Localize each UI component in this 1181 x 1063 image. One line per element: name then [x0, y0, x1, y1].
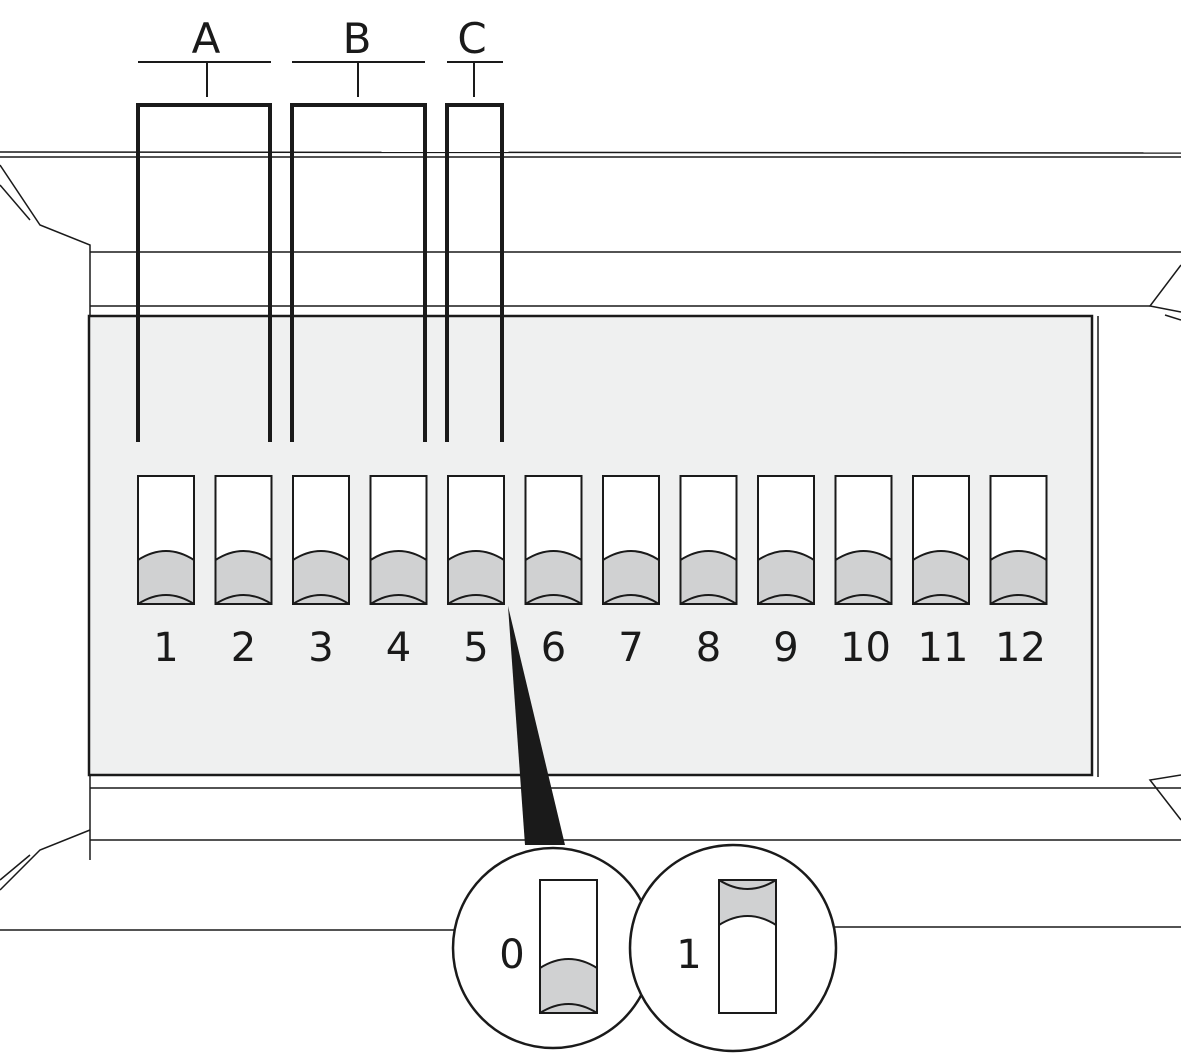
switch-lever — [834, 550, 893, 605]
switch-lever-edge — [834, 594, 893, 605]
switch-lever — [757, 550, 815, 605]
switch-lever — [679, 550, 738, 605]
group-label-b: B — [343, 14, 372, 63]
dip-switch-7: 7 — [602, 475, 660, 671]
group-bracket-b: B — [290, 14, 427, 442]
switch-lever-edge — [369, 594, 428, 605]
switch-lever-edge — [137, 594, 195, 605]
switch-lever-edge — [292, 594, 350, 605]
switch-number-label: 2 — [231, 625, 256, 671]
switch-lever — [369, 550, 428, 605]
detail-state-on: 1 — [628, 843, 838, 1053]
group-bracket-c: C — [445, 14, 504, 442]
dip-switch-2: 2 — [214, 475, 273, 671]
switch-lever — [989, 550, 1048, 605]
switch-number-label: 12 — [995, 625, 1046, 671]
dip-switch-1: 1 — [137, 475, 195, 671]
switch-lever — [912, 550, 970, 605]
switch-number-label: 4 — [386, 625, 411, 671]
switch-number-label: 10 — [840, 625, 891, 671]
switch-lever — [292, 550, 350, 605]
switch-lever-edge — [602, 594, 660, 605]
switch-lever — [214, 550, 273, 605]
dip-switch-5: 5 — [447, 475, 505, 671]
switch-lever-edge — [989, 594, 1048, 605]
group-label-c: C — [457, 14, 486, 63]
detail-label-off: 0 — [499, 932, 524, 978]
switch-number-label: 6 — [541, 625, 566, 671]
switch-lever — [137, 550, 195, 605]
switch-lever-edge — [214, 594, 273, 605]
switch-lever — [447, 550, 505, 605]
switch-number-label: 8 — [696, 625, 721, 671]
switch-number-label: 5 — [463, 625, 488, 671]
switch-lever — [524, 550, 583, 605]
switch-lever-edge — [912, 594, 970, 605]
switch-number-label: 3 — [308, 625, 333, 671]
group-bracket-a: A — [136, 14, 272, 442]
dip-switch-8: 8 — [679, 475, 738, 671]
switch-lever-edge — [524, 594, 583, 605]
switch-lever-edge — [447, 594, 505, 605]
switch-number-label: 9 — [773, 625, 798, 671]
dip-switch-10: 10 — [834, 475, 893, 671]
dip-switch-6: 6 — [524, 475, 583, 671]
switch-number-label: 7 — [618, 625, 643, 671]
switch-lever-edge — [679, 594, 738, 605]
dip-switch-3: 3 — [292, 475, 350, 671]
dip-switch-12: 12 — [989, 475, 1048, 671]
switch-lever-edge — [757, 594, 815, 605]
switch-number-label: 1 — [153, 625, 178, 671]
switch-number-label: 11 — [918, 625, 969, 671]
switch-lever — [602, 550, 660, 605]
dip-switch-11: 11 — [912, 475, 970, 671]
callout-pointer — [508, 606, 565, 845]
detail-state-off: 0 — [451, 846, 655, 1050]
dip-switch-4: 4 — [369, 475, 428, 671]
group-label-a: A — [192, 14, 221, 63]
detail-label-on: 1 — [676, 932, 701, 978]
dip-switch-9: 9 — [757, 475, 815, 671]
